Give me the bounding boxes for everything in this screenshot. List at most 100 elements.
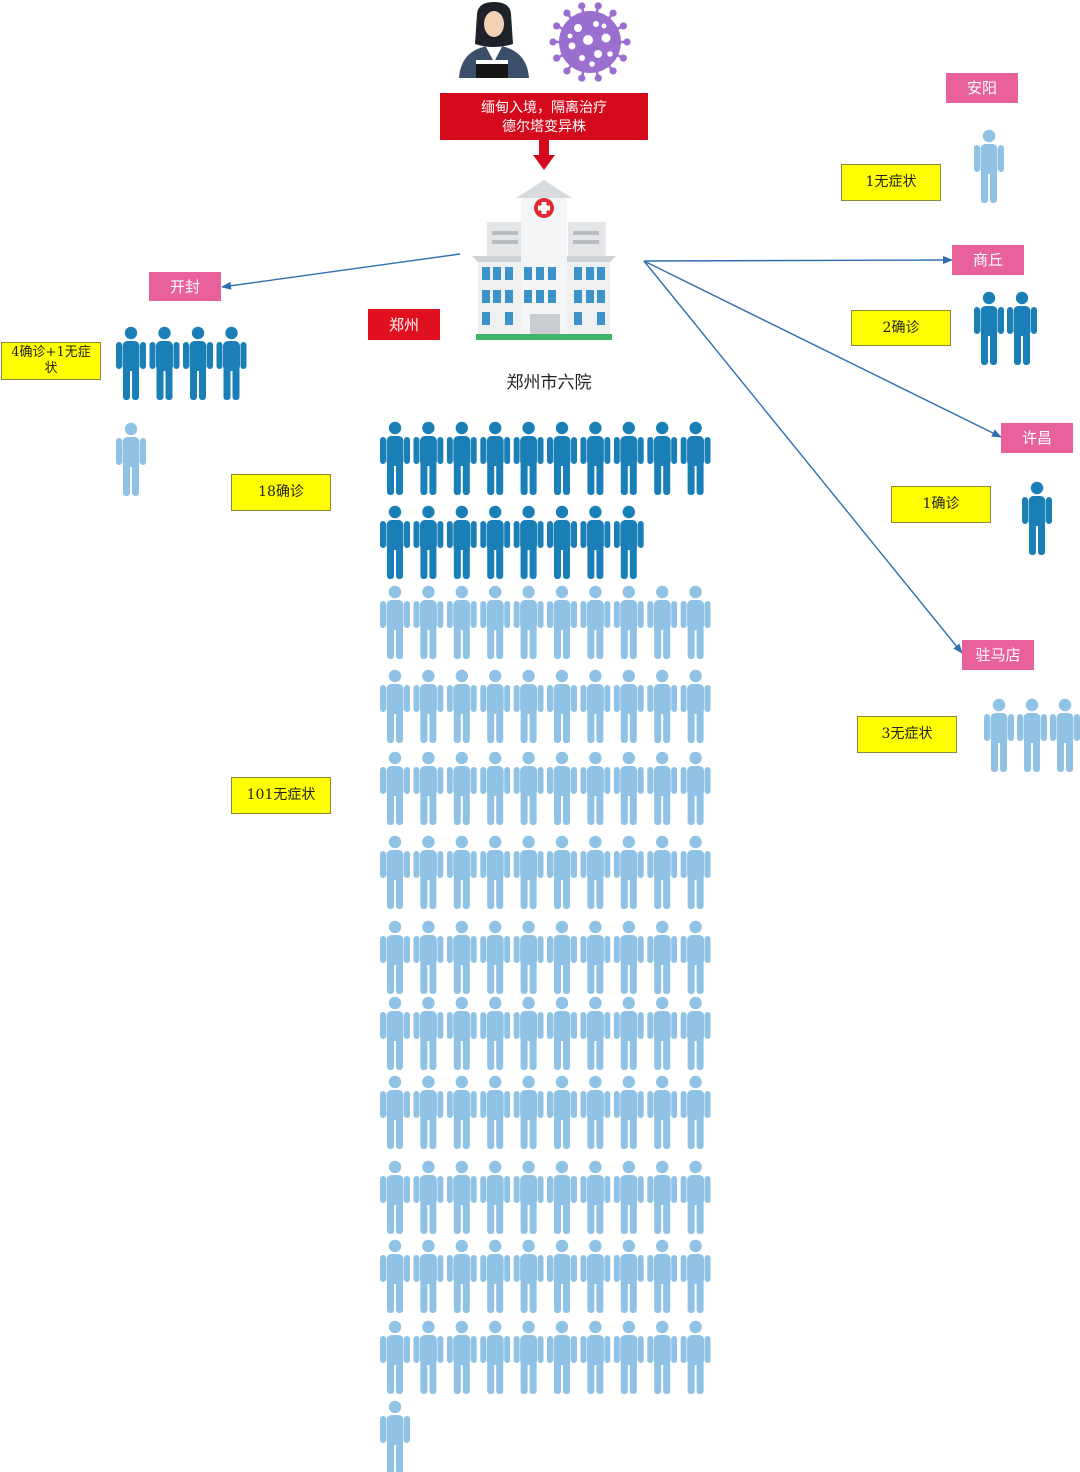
person-icon-confirmed xyxy=(547,421,577,495)
person-icon-confirmed xyxy=(116,326,146,400)
person-icon-asymptomatic xyxy=(513,996,544,1070)
count-label-anyang: 1无症状 xyxy=(841,164,941,201)
person-icon-asymptomatic xyxy=(613,920,644,994)
count-label-zhumadian: 3无症状 xyxy=(857,716,957,753)
count-label-xuchang: 1确诊 xyxy=(891,486,991,523)
group-zhengzhou-asymptomatic xyxy=(380,585,711,1472)
person-icon-confirmed xyxy=(446,421,477,495)
group-kaifeng-confirmed xyxy=(116,326,247,400)
person-icon-asymptomatic xyxy=(513,1075,544,1149)
city-tag-zhengzhou: 郑州 xyxy=(368,309,440,340)
person-icon-asymptomatic xyxy=(480,835,511,909)
count-label-zhengzhou-asymptomatic: 101无症状 xyxy=(231,777,331,814)
city-tag-shangqiu: 商丘 xyxy=(952,245,1024,275)
person-icon-confirmed xyxy=(513,505,544,579)
person-icon-asymptomatic xyxy=(613,751,644,825)
person-icon-asymptomatic xyxy=(480,585,511,659)
person-icon-asymptomatic xyxy=(513,1160,544,1234)
person-icon-asymptomatic xyxy=(380,1400,410,1472)
person-icon-asymptomatic xyxy=(413,1239,444,1313)
person-icon-asymptomatic xyxy=(413,751,444,825)
person-icon-asymptomatic xyxy=(647,1075,678,1149)
person-icon-asymptomatic xyxy=(116,422,146,496)
person-icon-asymptomatic xyxy=(547,585,577,659)
person-icon-asymptomatic xyxy=(613,585,644,659)
person-icon-asymptomatic xyxy=(680,920,711,994)
person-icon-asymptomatic xyxy=(580,996,611,1070)
person-icon-asymptomatic xyxy=(580,669,611,743)
coronavirus-icon xyxy=(549,2,631,82)
arrow-to-kaifeng xyxy=(221,253,461,290)
arrow-to-shangqiu xyxy=(643,256,953,265)
person-icon-asymptomatic xyxy=(446,920,477,994)
person-icon-asymptomatic xyxy=(446,835,477,909)
person-icon-asymptomatic xyxy=(680,1239,711,1313)
person-icon-asymptomatic xyxy=(480,1239,511,1313)
person-icon-asymptomatic xyxy=(547,751,577,825)
person-icon-asymptomatic xyxy=(580,1320,611,1394)
person-icon-asymptomatic xyxy=(380,1320,410,1394)
person-icon-asymptomatic xyxy=(547,669,577,743)
person-icon-confirmed xyxy=(974,291,1004,365)
person-icon-asymptomatic xyxy=(380,835,410,909)
group-kaifeng-asymptomatic xyxy=(116,422,146,496)
person-icon-confirmed xyxy=(480,421,511,495)
person-icon-asymptomatic xyxy=(647,920,678,994)
person-icon-asymptomatic xyxy=(613,669,644,743)
person-icon-asymptomatic xyxy=(513,751,544,825)
person-icon-confirmed xyxy=(149,326,180,400)
person-icon-asymptomatic xyxy=(680,1075,711,1149)
person-icon-asymptomatic xyxy=(580,1239,611,1313)
person-icon-asymptomatic xyxy=(680,751,711,825)
city-tag-zhumadian: 驻马店 xyxy=(962,640,1034,670)
group-xuchang-confirmed xyxy=(1022,481,1052,555)
source-banner: 缅甸入境，隔离治疗 德尔塔变异株 xyxy=(440,93,648,140)
person-icon-asymptomatic xyxy=(647,1239,678,1313)
person-icon-asymptomatic xyxy=(580,1075,611,1149)
person-icon-asymptomatic xyxy=(680,1320,711,1394)
person-icon-asymptomatic xyxy=(547,1239,577,1313)
person-icon-asymptomatic xyxy=(413,1320,444,1394)
person-icon-asymptomatic xyxy=(613,1320,644,1394)
city-tag-anyang: 安阳 xyxy=(946,73,1018,103)
person-icon-asymptomatic xyxy=(480,996,511,1070)
person-icon-asymptomatic xyxy=(446,1075,477,1149)
person-icon-confirmed xyxy=(446,505,477,579)
person-icon-confirmed xyxy=(380,505,410,579)
group-zhumadian-asymptomatic xyxy=(984,698,1080,772)
person-icon-asymptomatic xyxy=(446,1320,477,1394)
person-icon-confirmed xyxy=(380,421,410,495)
person-icon-asymptomatic xyxy=(647,751,678,825)
person-icon-asymptomatic xyxy=(984,698,1014,772)
person-icon-asymptomatic xyxy=(647,1320,678,1394)
person-icon-confirmed xyxy=(680,421,711,495)
person-icon-asymptomatic xyxy=(647,669,678,743)
person-icon-asymptomatic xyxy=(513,1320,544,1394)
person-icon-confirmed xyxy=(547,505,577,579)
person-icon-asymptomatic xyxy=(580,585,611,659)
person-icon-asymptomatic xyxy=(413,669,444,743)
person-icon-asymptomatic xyxy=(413,996,444,1070)
person-icon-asymptomatic xyxy=(647,996,678,1070)
hospital-name: 郑州市六院 xyxy=(507,373,592,393)
person-icon-confirmed xyxy=(183,326,213,400)
person-icon-asymptomatic xyxy=(613,1160,644,1234)
person-icon-asymptomatic xyxy=(380,751,410,825)
person-icon-asymptomatic xyxy=(513,585,544,659)
person-icon-asymptomatic xyxy=(613,835,644,909)
person-icon-confirmed xyxy=(1022,481,1052,555)
person-icon-confirmed xyxy=(580,421,611,495)
person-icon-asymptomatic xyxy=(513,669,544,743)
person-icon-asymptomatic xyxy=(680,1160,711,1234)
person-icon-asymptomatic xyxy=(413,920,444,994)
banner-down-arrow xyxy=(533,140,555,170)
person-icon-asymptomatic xyxy=(380,996,410,1070)
person-icon-asymptomatic xyxy=(413,835,444,909)
person-icon-asymptomatic xyxy=(613,1239,644,1313)
person-icon-asymptomatic xyxy=(480,1075,511,1149)
person-icon-asymptomatic xyxy=(1050,698,1080,772)
person-icon-asymptomatic xyxy=(446,1239,477,1313)
count-label-zhengzhou-confirmed: 18确诊 xyxy=(231,474,331,511)
person-icon-asymptomatic xyxy=(380,669,410,743)
